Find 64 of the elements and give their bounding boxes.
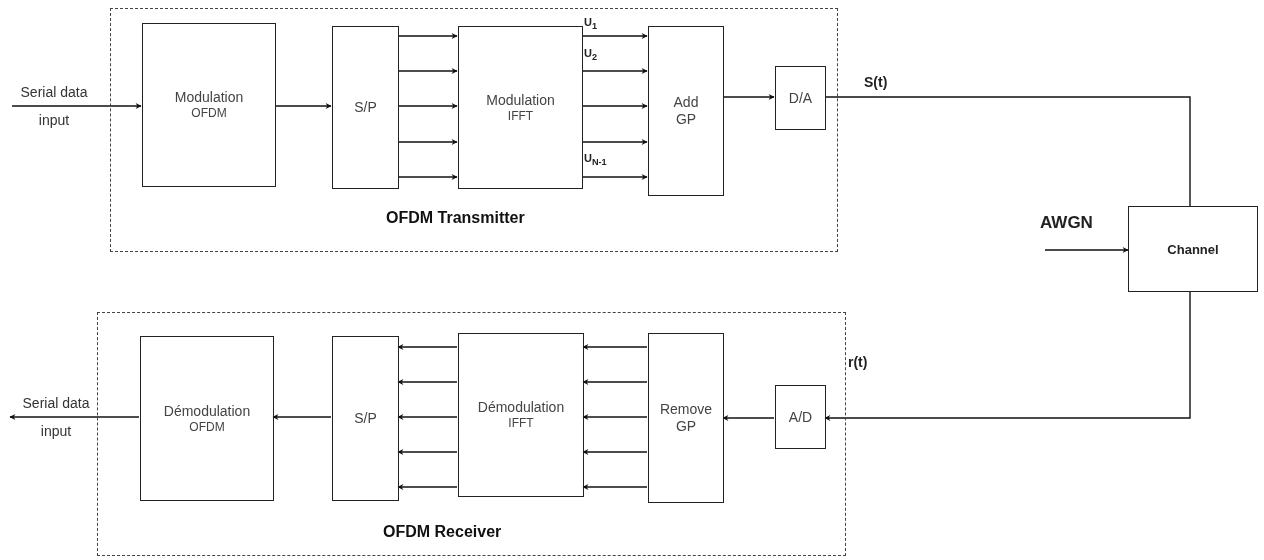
box-label: D/A [788,89,813,107]
process-box [458,333,584,497]
edge-label: r(t) [848,354,868,370]
process-box [648,333,724,503]
edge-label: Serial data input [21,394,91,441]
box-label: Démodulation [163,402,251,420]
box-label: S/P [354,99,377,116]
channel-box [1128,206,1258,292]
dashed-group-frame [97,312,846,556]
arrow [824,291,1191,421]
box-label: Channel [1167,241,1219,257]
box-label: A/D [788,408,813,426]
arrow [397,344,458,350]
arrow [397,33,458,39]
arrow [397,103,458,109]
box-label: Remove GP [658,401,714,435]
arrow [582,344,648,350]
arrow [582,484,648,490]
process-box [458,26,583,189]
edge-label: Serial data input [19,83,89,130]
arrow [274,103,332,109]
edge-label: U$_{N-1}$ [584,152,607,168]
arrow [582,379,648,385]
arrow [397,139,458,145]
arrow [11,103,142,109]
box-label: OFDM [189,419,225,435]
process-box [775,66,826,130]
group-title: OFDM Transmitter [386,209,525,227]
arrow [397,379,458,385]
arrow [397,414,458,420]
arrow [397,68,458,74]
arrow [722,415,775,421]
arrow [581,33,648,39]
box-label: Add GP [672,94,700,128]
process-box [332,26,399,189]
box-label: IFFT [508,416,534,431]
edge-label: U$_{1}$ [584,16,598,32]
box-label: S/P [354,410,377,427]
arrow [397,449,458,455]
box-label: IFFT [507,108,534,124]
arrow [581,68,648,74]
process-box [332,336,399,501]
arrow [581,139,648,145]
box-label: Démodulation [477,399,565,416]
arrow [397,484,458,490]
box-label: Modulation [486,91,555,109]
arrow [582,414,648,420]
arrow [582,449,648,455]
arrow [397,174,458,180]
arrow [272,414,332,420]
process-box [142,23,276,187]
arrow [581,103,648,109]
box-label: Modulation [174,89,244,106]
process-box [648,26,724,196]
arrow [581,174,648,180]
arrow [1044,247,1129,253]
edge-label: S(t) [864,74,888,90]
arrow [9,414,140,420]
group-title: OFDM Receiver [383,523,502,541]
arrow [722,94,775,100]
box-label: OFDM [191,106,227,121]
process-box [775,385,826,449]
edge-label: U$_{2}$ [584,47,598,63]
process-box [140,336,274,501]
